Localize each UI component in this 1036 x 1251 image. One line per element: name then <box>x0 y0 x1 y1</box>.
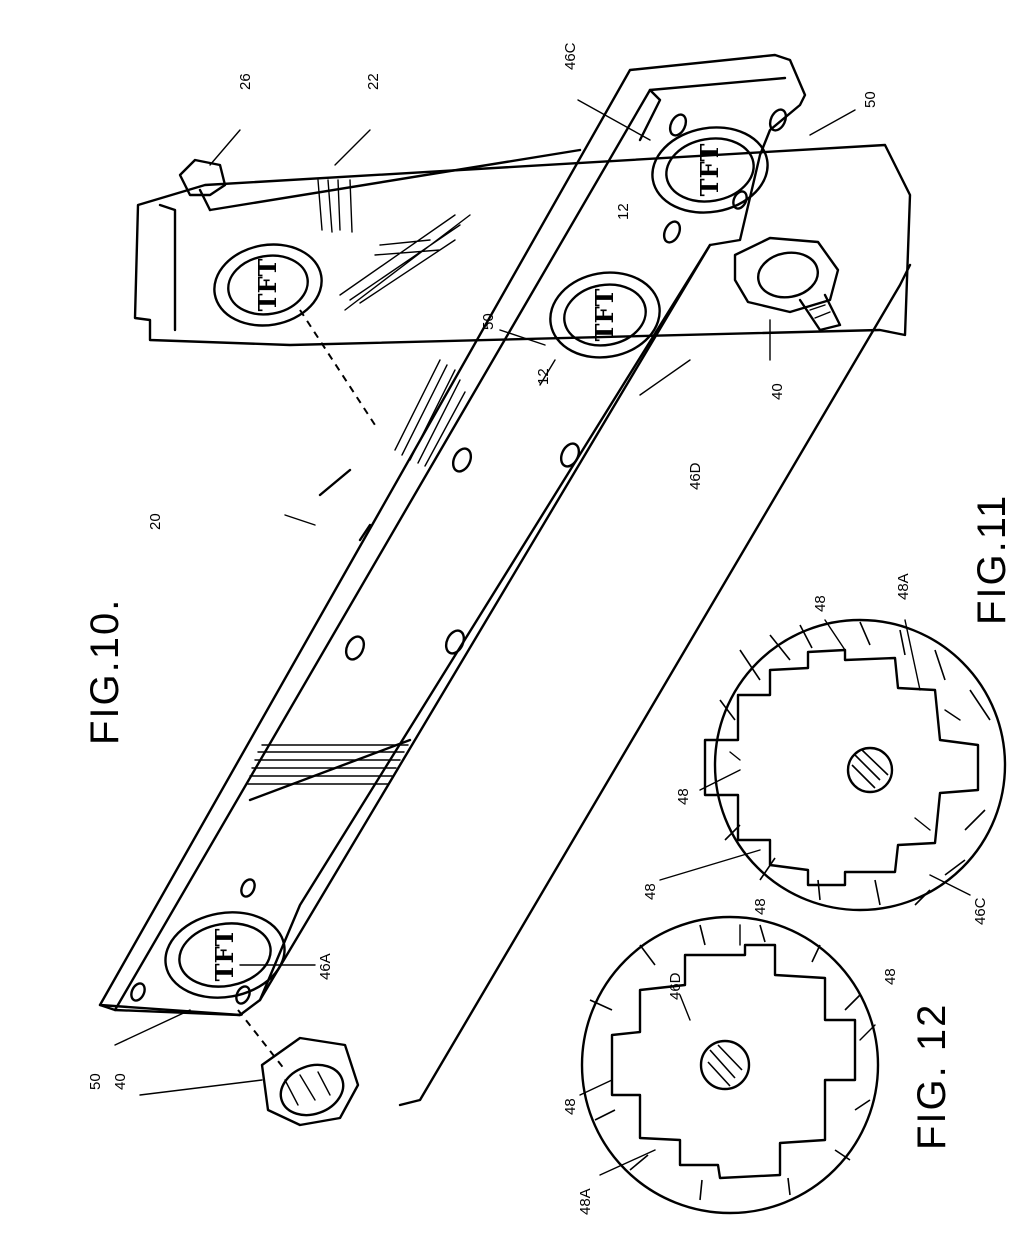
fig11-cross-section <box>705 620 1005 910</box>
label-46d-fig12: 46D <box>667 972 684 1000</box>
seal-mark-46d: TFT <box>590 288 619 341</box>
seal-mark-rear: TFT <box>253 258 282 311</box>
label-50-middle: 50 <box>480 313 497 330</box>
label-12-b: 12 <box>535 368 552 385</box>
nut-40-left <box>262 1038 358 1125</box>
fig12-title: FIG. 12 <box>910 1003 954 1150</box>
label-20: 20 <box>147 513 164 530</box>
rear-bar-22 <box>135 145 910 345</box>
assembly-line-left <box>238 1010 285 1070</box>
seal-rear-bar: TFT <box>208 236 328 334</box>
label-22: 22 <box>365 73 382 90</box>
bolt-26 <box>180 160 225 195</box>
label-50-top-right: 50 <box>862 91 879 108</box>
fig10-title: FIG.10. <box>83 598 127 745</box>
assembly-line-rear <box>300 310 375 425</box>
label-40-right: 40 <box>769 383 786 400</box>
label-48-fig11-left: 48 <box>675 788 692 805</box>
label-40-left: 40 <box>112 1073 129 1090</box>
seal-46c: TFT <box>646 119 775 222</box>
label-48-fig12-right: 48 <box>882 968 899 985</box>
fig12-cross-section <box>582 917 878 1213</box>
label-12-a: 12 <box>615 203 632 220</box>
label-48a-fig11: 48A <box>895 573 912 600</box>
label-26: 26 <box>237 73 254 90</box>
label-48-fig12-top: 48 <box>752 898 769 915</box>
label-48-fig11-bottom: 48 <box>642 883 659 900</box>
label-46c: 46C <box>562 42 579 70</box>
seal-mark-46a: TFT <box>210 928 239 981</box>
nut-40-right <box>735 238 840 330</box>
label-46d: 46D <box>687 462 704 490</box>
label-46c-fig11: 46C <box>972 897 989 925</box>
label-48-fig12-left: 48 <box>562 1098 579 1115</box>
label-48-fig11-top: 48 <box>812 595 829 612</box>
reference-labels: 26 22 46C 50 20 50 12 12 46D 40 46A 50 4… <box>87 42 989 1215</box>
label-46a: 46A <box>317 953 334 980</box>
fig11-title: FIG.11 <box>970 494 1014 625</box>
label-48a-fig12: 48A <box>577 1188 594 1215</box>
seal-mark-46c: TFT <box>695 143 724 196</box>
label-50-left: 50 <box>87 1073 104 1090</box>
seal-46a: TFT <box>159 903 292 1007</box>
